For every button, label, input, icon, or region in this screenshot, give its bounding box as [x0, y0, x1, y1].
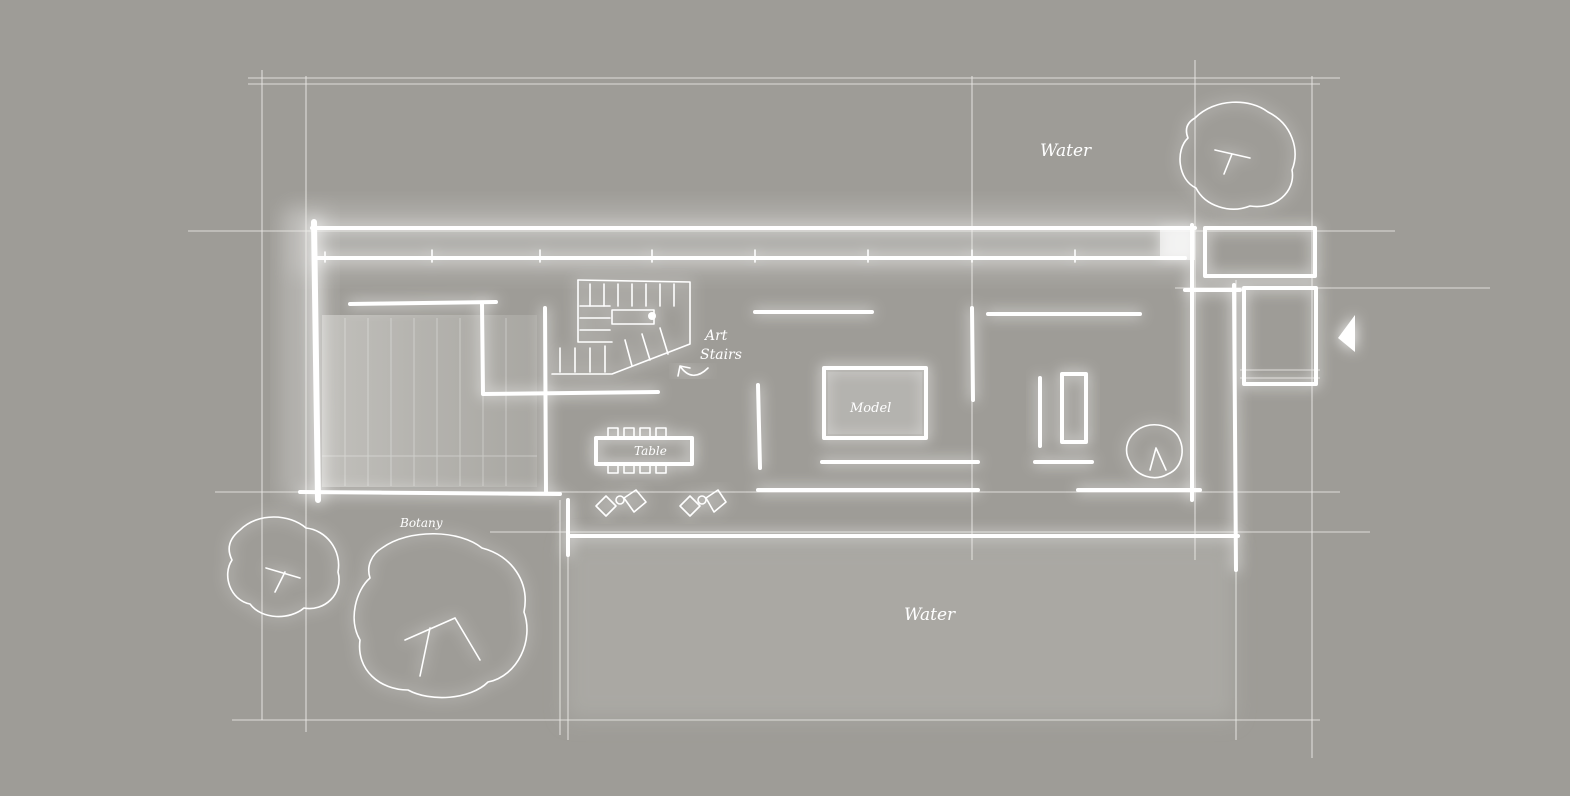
water-label-top: Water [1040, 141, 1092, 161]
tree-top-right [1179, 101, 1296, 210]
entrance-rooms [1203, 226, 1355, 386]
model-label: Model [849, 401, 891, 416]
art-stairs-label-1: Art [703, 328, 728, 344]
entry-arrow-icon [1338, 315, 1355, 352]
stairs-arrow [677, 365, 709, 377]
table-label: Table [634, 444, 667, 458]
deck-area [322, 315, 537, 487]
tree-interior [1125, 424, 1183, 479]
water-label-bottom: Water [904, 605, 956, 625]
tree-left-small [226, 516, 340, 618]
outdoor-chairs [595, 489, 727, 517]
display-case [1038, 372, 1088, 448]
building-walls [298, 219, 1242, 572]
art-stairs [551, 279, 691, 375]
tree-left-large [353, 533, 528, 699]
botany-label: Botany [399, 516, 443, 530]
soft-shading [280, 205, 1235, 720]
model-display [822, 366, 928, 440]
art-stairs-label-2: Stairs [700, 347, 742, 363]
table [594, 427, 694, 474]
